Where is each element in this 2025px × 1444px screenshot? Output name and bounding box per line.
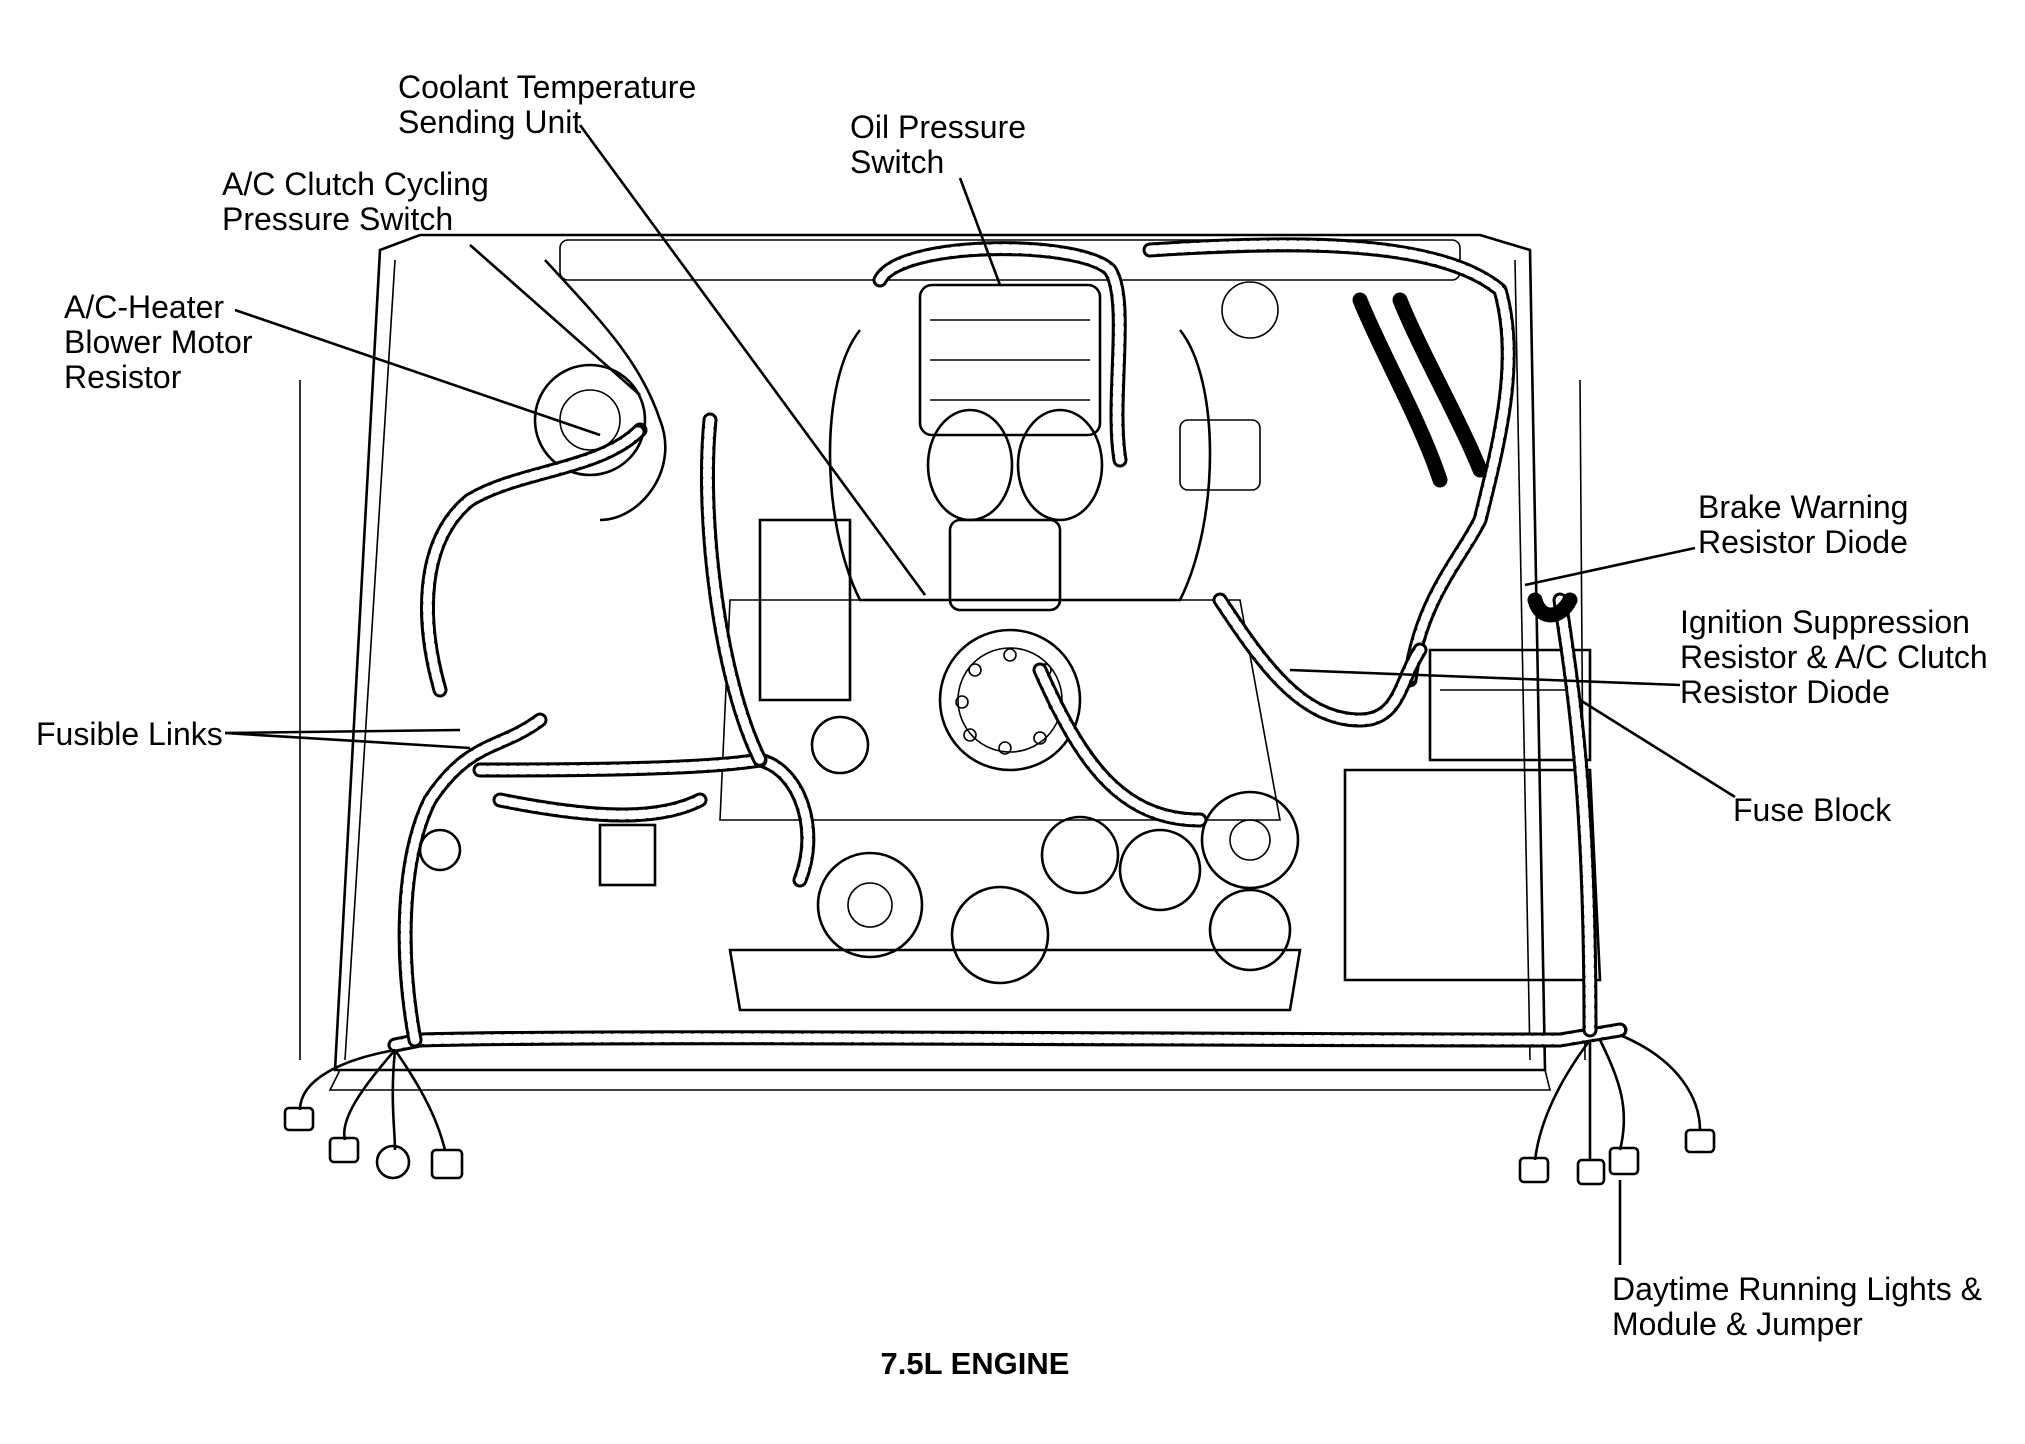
- label-line: Switch: [850, 144, 945, 180]
- label-ac-clutch-cycling-pressure-switch: A/C Clutch Cycling Pressure Switch: [222, 167, 489, 237]
- label-line: Blower Motor: [64, 324, 253, 360]
- label-line: Fuse Block: [1733, 792, 1892, 828]
- leader-lines: [224, 124, 1736, 1265]
- label-line: Oil Pressure: [850, 109, 1027, 145]
- label-daytime-running-lights: Daytime Running Lights & Module & Jumper: [1612, 1272, 1982, 1342]
- label-line: A/C Clutch Cycling: [222, 166, 489, 202]
- label-line: Pressure Switch: [222, 201, 454, 237]
- label-line: A/C-Heater: [64, 289, 225, 325]
- label-brake-warning-resistor-diode: Brake Warning Resistor Diode: [1698, 490, 1908, 560]
- label-line: Coolant Temperature: [398, 69, 697, 105]
- label-line: Brake Warning: [1698, 489, 1909, 525]
- label-line: Fusible Links: [36, 716, 223, 752]
- label-oil-pressure-switch: Oil Pressure Switch: [850, 110, 1026, 180]
- label-line: Resistor Diode: [1680, 674, 1890, 710]
- label-fuse-block: Fuse Block: [1733, 793, 1891, 828]
- wiring-harness: [387, 237, 1628, 1053]
- right-connectors: [1518, 1033, 1716, 1186]
- label-line: Sending Unit: [398, 104, 582, 140]
- label-coolant-temperature-sending-unit: Coolant Temperature Sending Unit: [398, 70, 696, 140]
- label-line: Module & Jumper: [1612, 1306, 1863, 1342]
- diagram-caption: 7.5L ENGINE: [880, 1346, 1070, 1381]
- label-line: Daytime Running Lights &: [1612, 1271, 1982, 1307]
- label-line: Resistor & A/C Clutch: [1680, 639, 1988, 675]
- label-fusible-links: Fusible Links: [36, 717, 223, 752]
- front-pulleys: [728, 715, 1302, 1012]
- label-line: Resistor: [64, 359, 182, 395]
- label-line: Resistor Diode: [1698, 524, 1908, 560]
- engine-block: [719, 283, 1281, 821]
- label-ignition-suppression-resistor: Ignition Suppression Resistor & A/C Clut…: [1680, 605, 1988, 710]
- left-connectors: [283, 1048, 464, 1180]
- label-line: Ignition Suppression: [1680, 604, 1970, 640]
- battery-fuse-box: [418, 648, 1602, 982]
- label-ac-heater-blower-motor-resistor: A/C-Heater Blower Motor Resistor: [64, 290, 253, 395]
